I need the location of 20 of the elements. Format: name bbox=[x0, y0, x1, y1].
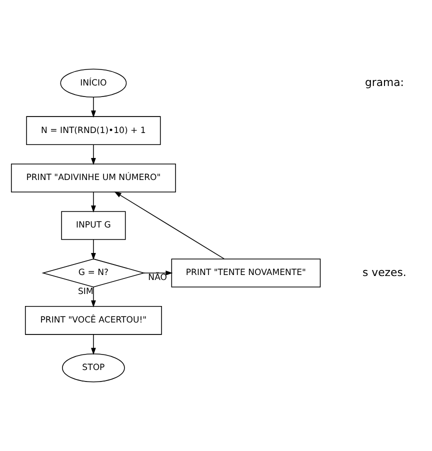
arrow bbox=[91, 192, 96, 212]
edge-label: SIM bbox=[78, 287, 94, 298]
label: s vezes. bbox=[362, 266, 406, 279]
node-box: PRINT "ADIVINHE UM NÚMERO" bbox=[10, 164, 176, 192]
arrow bbox=[91, 96, 96, 118]
arrow bbox=[91, 334, 96, 355]
arrow bbox=[91, 286, 96, 308]
edge-label: NÃO bbox=[148, 272, 168, 283]
node-ellipse: STOP bbox=[62, 354, 125, 382]
node-box: PRINT "VOCÊ ACERTOU!" bbox=[25, 306, 162, 335]
node-box: N = INT(RND(1)•10) + 1 bbox=[26, 116, 161, 145]
arrow bbox=[91, 144, 96, 166]
node-diamond: G = N? bbox=[42, 258, 146, 288]
node-ellipse: INÍCIO bbox=[60, 68, 127, 98]
label: grama: bbox=[364, 76, 404, 89]
arrow bbox=[91, 239, 96, 260]
node-box: INPUT G bbox=[61, 211, 126, 240]
node-box: PRINT "TENTE NOVAMENTE" bbox=[171, 258, 321, 288]
arrow bbox=[114, 192, 225, 260]
arrow bbox=[143, 270, 173, 276]
